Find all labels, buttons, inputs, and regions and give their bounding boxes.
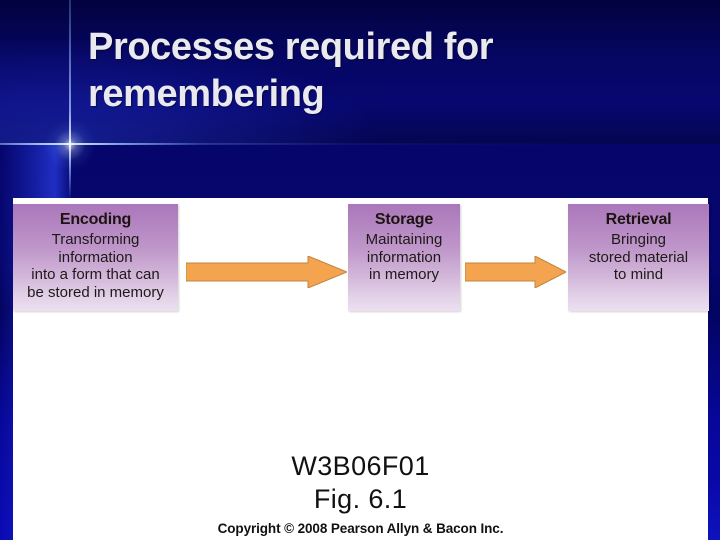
slide-title-band: [0, 0, 720, 144]
process-box-storage: Storage Maintaining information in memor…: [348, 204, 460, 311]
background-horizontal-glow-line: [0, 143, 720, 145]
process-box-title: Storage: [374, 211, 434, 228]
process-box-description: Maintaining information in memory: [365, 231, 443, 283]
figure-image-plate: Encoding Transforming information into a…: [13, 198, 709, 540]
figure-caption: W3B06F01 Fig. 6.1 Copyright © 2008 Pears…: [13, 450, 708, 537]
right-arrow-icon: [465, 256, 566, 288]
process-box-description: Bringing stored material to mind: [588, 231, 689, 283]
process-box-encoding: Encoding Transforming information into a…: [13, 204, 178, 311]
process-box-title: Retrieval: [605, 211, 672, 228]
background-vertical-glow-line: [69, 0, 71, 200]
page-title: Processes required for remembering: [88, 26, 494, 115]
process-box-retrieval: Retrieval Bringing stored material to mi…: [568, 204, 709, 311]
copyright-notice: Copyright © 2008 Pearson Allyn & Bacon I…: [217, 521, 504, 536]
figure-number: Fig. 6.1: [313, 484, 408, 514]
background-star-flare: [44, 119, 96, 171]
process-box-title: Encoding: [59, 211, 132, 228]
process-box-description: Transforming information into a form tha…: [27, 231, 164, 301]
figure-code: W3B06F01: [291, 451, 430, 481]
right-arrow-icon: [186, 256, 347, 288]
